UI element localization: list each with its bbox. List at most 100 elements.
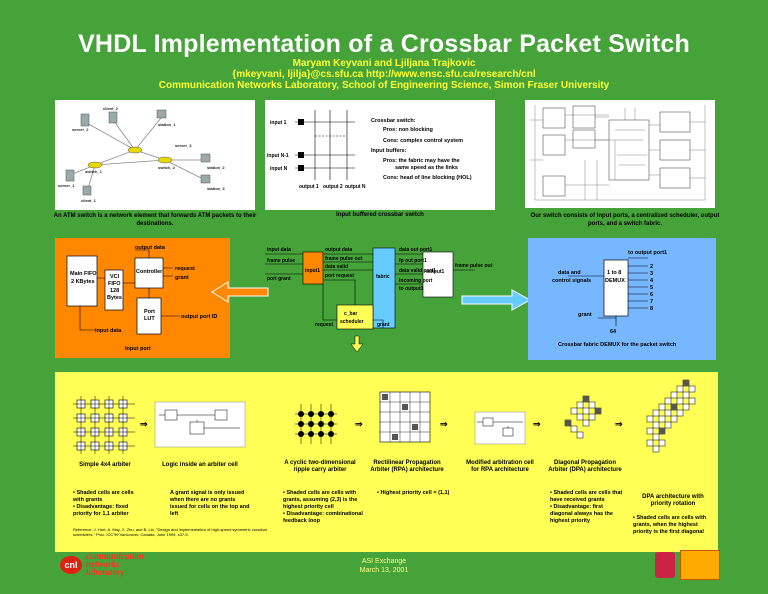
arbiter-caption: DPA architecture with priority rotation (642, 494, 704, 507)
schematic-panel (525, 100, 715, 208)
port-lut-label: Port (144, 309, 155, 315)
fabric-signal: frame pulse (267, 258, 295, 264)
arbiter-note-1: • Shaded cells are cells with grants • D… (73, 490, 163, 518)
controller-label: Controller (136, 269, 163, 275)
arrow-glyph: ⇒ (140, 419, 148, 429)
cnl-logo-text: communication networks laboratory (86, 552, 144, 577)
fabric-signal: data valid (325, 264, 348, 270)
note-line: left (170, 511, 179, 517)
arrow-glyph: ⇒ (355, 419, 363, 429)
demux-top-label: to output port1 (628, 250, 667, 256)
node-label: station_2 (207, 165, 225, 170)
fabric-signal: frame pulse out (455, 263, 493, 269)
fabric-diagram-panel: input data frame pulse port grant input1… (265, 240, 505, 360)
demux-grant: grant (578, 312, 592, 318)
crossbar-note: Cons: head of line blocking (HOL) (383, 175, 472, 181)
contact-line: {mkeyvani, ljilja}@cs.sfu.ca http://www.… (232, 69, 536, 80)
footer-event: ASI Exchange March 13, 2001 (0, 557, 768, 575)
note-line: • Shaded cells are cells with (633, 515, 707, 521)
arbiter-caption: Rectilinear Propagation Arbiter (RPA) ar… (370, 460, 444, 473)
arbiter-caption: Logic inside an arbiter cell (162, 462, 238, 468)
crossbar-diagram: input 1 input N-1 input N output 1 outpu… (267, 110, 472, 190)
crossbar-caption: Input buffered crossbar switch (336, 212, 424, 218)
demux-panel: to output port1 1 to 8 DEMUX data and co… (528, 238, 716, 360)
input-port-caption: Input port (125, 346, 151, 352)
demux-caption: Crossbar fabric DEMUX for the packet swi… (558, 342, 677, 348)
demux-block-label: 1 to 8 (607, 270, 621, 276)
node-label: client_2 (103, 106, 119, 111)
node-label: server_3 (175, 143, 192, 148)
demux-output: 5 (650, 285, 653, 291)
schematic-diagram (530, 105, 706, 201)
node-label: switch_2 (158, 165, 176, 170)
note-line: • Highest priority cell = (1,1) (377, 490, 450, 496)
network-diagram: server_2 client_2 station_1 station_2 sw… (58, 106, 225, 203)
note-line: priority for 1,1 arbiter (73, 511, 129, 517)
input-port-panel: Main FIFO 2 KBytes VCI FIFO 128 Bytes Co… (55, 238, 230, 358)
schematic-caption: Our switch consists of input ports, a ce… (530, 213, 720, 227)
node-label: switch_1 (85, 169, 103, 174)
demux-block-label: DEMUX (605, 278, 625, 284)
demux-output: 7 (650, 299, 653, 305)
node-label: station_1 (158, 122, 176, 127)
note-line: • Shaded cells are cells with (283, 490, 357, 496)
crossbar-output: output N (345, 184, 366, 190)
signal-label: output port ID (181, 314, 217, 320)
fabric-signal: grant (377, 322, 390, 328)
vci-fifo-label: VCI (110, 274, 120, 280)
arbiter-note-6: • Shaded cells are cells with grants, wh… (633, 515, 718, 536)
cnl-mark: cnl (60, 556, 82, 574)
note-line: grants, when the highest (633, 522, 698, 528)
fabric-diagram: input data frame pulse port grant input1… (265, 247, 493, 353)
note-line: • Shaded cells are cells that (550, 490, 623, 496)
crossbar-output: output 1 (299, 184, 319, 190)
left-arrow-icon (211, 281, 269, 303)
arbiter-note-3: • Shaded cells are cells with grants, as… (283, 490, 378, 525)
main-fifo-size: 2 KBytes (71, 279, 95, 285)
fabric-signal: input data (267, 247, 291, 253)
crossbar-note: Pros: non blocking (383, 127, 433, 133)
arbiters-panel: ⇒ ⇒ ⇒ ⇒ ⇒ (55, 372, 718, 552)
demux-output: 3 (650, 271, 653, 277)
arbiter-caption: Modified arbitration cell for RPA archit… (466, 460, 534, 473)
note-line: grants, assuming (2,3) is the (283, 497, 358, 503)
note-line: A grant signal is only issued (170, 490, 245, 496)
node-label: station_3 (207, 186, 225, 191)
node-label: server_1 (58, 183, 75, 188)
crossbar-input: input N (270, 166, 288, 172)
crossbar-input: input N-1 (267, 153, 289, 159)
crossbar-note: same speed as the links (395, 165, 458, 171)
arbiter-note-2: A grant signal is only issued when there… (170, 490, 270, 518)
arbiter-caption: Simple 4x4 arbiter (79, 462, 131, 468)
arbiter-note-4: • Highest priority cell = (1,1) (377, 490, 467, 497)
event-name: ASI Exchange (361, 558, 407, 565)
arrow-glyph: ⇒ (615, 419, 623, 429)
demux-output: 6 (650, 292, 653, 298)
note-line: • Disadvantage: fixed (73, 504, 129, 510)
note-line: when there are no grants (170, 497, 236, 503)
signal-label: output data (135, 245, 166, 251)
vci-fifo-label: 128 (110, 288, 119, 294)
crossbar-note: Input buffers: (371, 148, 407, 154)
node-label: client_1 (81, 198, 97, 203)
crossbar-input: input 1 (270, 120, 287, 126)
logo-line: networks (86, 559, 120, 569)
authors: Maryam Keyvani and Ljiljana Trajkovic (292, 58, 476, 69)
note-line: • Disadvantage: combinational (283, 511, 363, 517)
note-line: highest priority cell (283, 504, 334, 510)
input1-label: input1 (305, 268, 320, 274)
fabric-signal: output data (325, 247, 352, 253)
arrow-glyph: ⇒ (533, 419, 541, 429)
demux-output: 2 (650, 264, 653, 270)
poster-title: VHDL Implementation of a Crossbar Packet… (78, 30, 690, 58)
fabric-signal: to output1 (399, 286, 424, 292)
fabric-signal: frame pulse out (325, 256, 363, 262)
scheduler-label: scheduler (340, 319, 364, 325)
university-logo-icon (680, 550, 720, 580)
vci-fifo-label: Bytes (107, 295, 122, 301)
output1-label: output1 (426, 269, 445, 275)
fabric-signal: data valid port1 (399, 268, 436, 274)
demux-input: data and (558, 270, 581, 276)
crossbar-output: output 2 (323, 184, 343, 190)
demux-output: 4 (650, 278, 654, 284)
